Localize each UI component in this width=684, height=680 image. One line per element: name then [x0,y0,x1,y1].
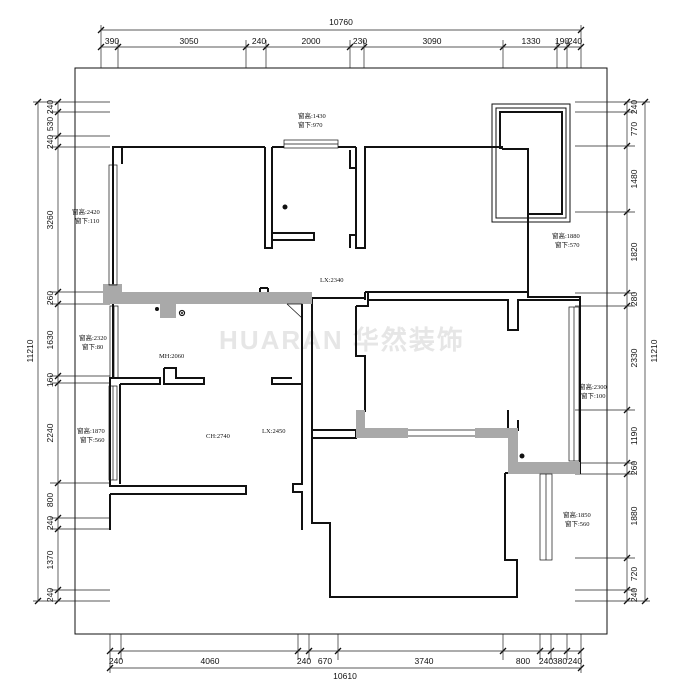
note-right-window1-height: 窗高:1880 [552,231,580,240]
note-lx-2450: LX:2450 [262,428,285,435]
note-left-window2-height: 窗高:2320 [79,333,107,342]
note-top-window-height: 窗高:1430 [298,111,326,120]
bottom-dim-0: 240 [109,656,123,666]
note-ch: CH:2740 [206,433,230,440]
note-left-window1-height: 窗高:2420 [72,207,100,216]
right-dimensions: 11210 240 770 1480 1820 280 2330 1190 26… [575,98,659,605]
top-dim-2: 240 [252,36,266,46]
top-dimensions: 10760 390 3050 240 2000 230 3090 1330 19… [97,17,585,68]
bottom-dim-7: 380 [553,656,567,666]
top-dim-0: 390 [105,36,119,46]
balcony-rail [495,107,567,219]
left-dim-11: 240 [45,588,55,602]
right-total-dim: 11210 [649,339,659,362]
bottom-dim-2: 240 [297,656,311,666]
right-dim-3: 1820 [629,242,639,261]
note-top-window-sill: 窗下:970 [298,120,323,129]
structural-walls [103,284,580,474]
watermark: HUARAN 华然装饰 [219,325,465,355]
pipe-dot [178,309,186,317]
right-dim-1: 770 [629,122,639,136]
door-swing [286,303,303,319]
note-right-window3-height: 窗高:1850 [563,510,591,519]
top-dim-8: 240 [568,36,582,46]
note-left-window3-sill: 窗下:560 [80,435,105,444]
top-dim-3: 2000 [302,36,321,46]
right-dim-7: 260 [629,461,639,475]
right-dim-10: 240 [629,588,639,602]
note-right-window2-sill: 窗下:100 [581,391,606,400]
top-dim-4: 230 [353,36,367,46]
bottom-dim-8: 240 [568,656,582,666]
left-dim-0: 240 [45,100,55,114]
right-dim-4: 280 [629,292,639,306]
top-dim-6: 1330 [522,36,541,46]
bottom-dimensions: 10610 240 4060 240 670 3740 800 240 380 … [106,634,585,680]
note-right-window2-height: 窗高:2300 [579,382,607,391]
top-total-dim: 10760 [329,17,353,27]
left-dim-6: 160 [45,373,55,387]
right-dim-8: 1880 [629,506,639,525]
pipe-dot [155,307,159,311]
right-dim-5: 2330 [629,348,639,367]
balcony-outer [491,103,571,223]
pipe-dot [519,453,525,459]
left-dim-10: 1370 [45,550,55,569]
window-notes: 窗高:1430 窗下:970 窗高:2420 窗下:110 窗高:1880 窗下… [72,111,607,528]
drawing-frame [74,67,608,635]
note-right-window3-sill: 窗下:560 [565,519,590,528]
right-dim-2: 1480 [629,169,639,188]
note-right-window1-sill: 窗下:570 [555,240,580,249]
left-total-dim: 11210 [25,339,35,362]
top-dim-7: 190 [555,36,569,46]
right-dim-6: 1190 [629,427,639,446]
bottom-dim-3: 670 [318,656,332,666]
top-dim-5: 3090 [423,36,442,46]
left-dimensions: 11210 240 530 240 3260 260 1630 160 2240… [25,98,110,605]
left-dim-9: 240 [45,516,55,530]
note-left-window3-height: 窗高:1870 [77,426,105,435]
pipe-markers [155,204,525,459]
pipe-dot [181,312,183,314]
note-lx-2340: LX:2340 [320,277,343,284]
top-dim-1: 3050 [180,36,199,46]
left-dim-4: 260 [45,291,55,305]
bottom-dim-4: 3740 [415,656,434,666]
left-dim-5: 1630 [45,330,55,349]
bottom-total-dim: 10610 [333,671,357,680]
left-dim-8: 800 [45,493,55,507]
bottom-dim-5: 800 [516,656,530,666]
left-dim-2: 240 [45,135,55,149]
note-left-window2-sill: 窗下:80 [82,342,103,351]
left-dim-7: 2240 [45,423,55,442]
note-mh: MH:2060 [159,353,184,360]
bottom-dim-6: 240 [539,656,553,666]
left-dim-1: 530 [45,117,55,131]
right-dim-9: 720 [629,567,639,581]
note-left-window1-sill: 窗下:110 [75,216,99,225]
windows [108,139,580,561]
bottom-dim-1: 4060 [201,656,220,666]
right-dim-0: 240 [629,100,639,114]
pipe-dot [282,204,288,210]
left-dim-3: 3260 [45,210,55,229]
